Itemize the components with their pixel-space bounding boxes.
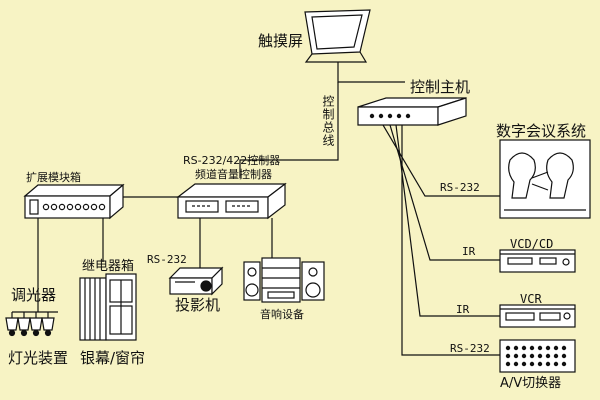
rs232-projector-label: RS-232 xyxy=(147,253,187,266)
master-controller-label: 控制主机 xyxy=(410,78,471,96)
rs232-controller-label: RS-232/422控制器 xyxy=(183,154,281,167)
control-bus-label: 控制总线 xyxy=(321,95,335,147)
controller-to-switcher-line xyxy=(401,125,500,356)
relay-box-icon xyxy=(79,273,137,341)
touchscreen-icon xyxy=(304,9,371,63)
screen-curtain-label: 银幕/窗帘 xyxy=(80,349,146,367)
vcd-cd-label: VCD/CD xyxy=(510,237,554,251)
conference-system-icon xyxy=(499,139,591,219)
rs232-controller-icon xyxy=(176,182,287,220)
relay-box-label: 继电器箱 xyxy=(82,259,135,274)
conference-label: 数字会议系统 xyxy=(496,122,587,140)
vcd-cd-player-icon xyxy=(499,249,576,273)
touchscreen-to-controller-line xyxy=(337,62,405,83)
touchscreen-label: 触摸屏 xyxy=(258,32,304,50)
audio-equipment-icon xyxy=(243,257,325,303)
projector-icon xyxy=(168,266,224,296)
vcr-label: VCR xyxy=(520,292,542,306)
expansion-box-label: 扩展模块箱 xyxy=(26,171,81,184)
vcr-icon xyxy=(499,304,576,328)
controller-to-vcd-line xyxy=(389,124,500,261)
ir-vcd-label: IR xyxy=(462,245,476,258)
controller-to-vcr-line xyxy=(395,124,500,317)
av-switcher-label: A/V切换器 xyxy=(500,376,562,391)
control-bus-line xyxy=(239,82,339,178)
dimmer-label: 调光器 xyxy=(11,286,57,304)
rs232-switch-label: RS-232 xyxy=(450,342,490,355)
projector-label: 投影机 xyxy=(175,296,221,314)
channel-volume-label: 频道音量控制器 xyxy=(195,168,272,181)
lighting-label: 灯光装置 xyxy=(8,349,69,367)
av-switcher-icon xyxy=(499,339,576,373)
audio-label: 音响设备 xyxy=(260,308,304,321)
rs232-conference-label: RS-232 xyxy=(440,181,480,194)
expansion-box-icon xyxy=(23,183,125,220)
ir-vcr-label: IR xyxy=(456,303,470,316)
dimmer-icon xyxy=(5,311,58,337)
connection-lines xyxy=(37,62,500,356)
master-controller-icon xyxy=(357,97,467,126)
